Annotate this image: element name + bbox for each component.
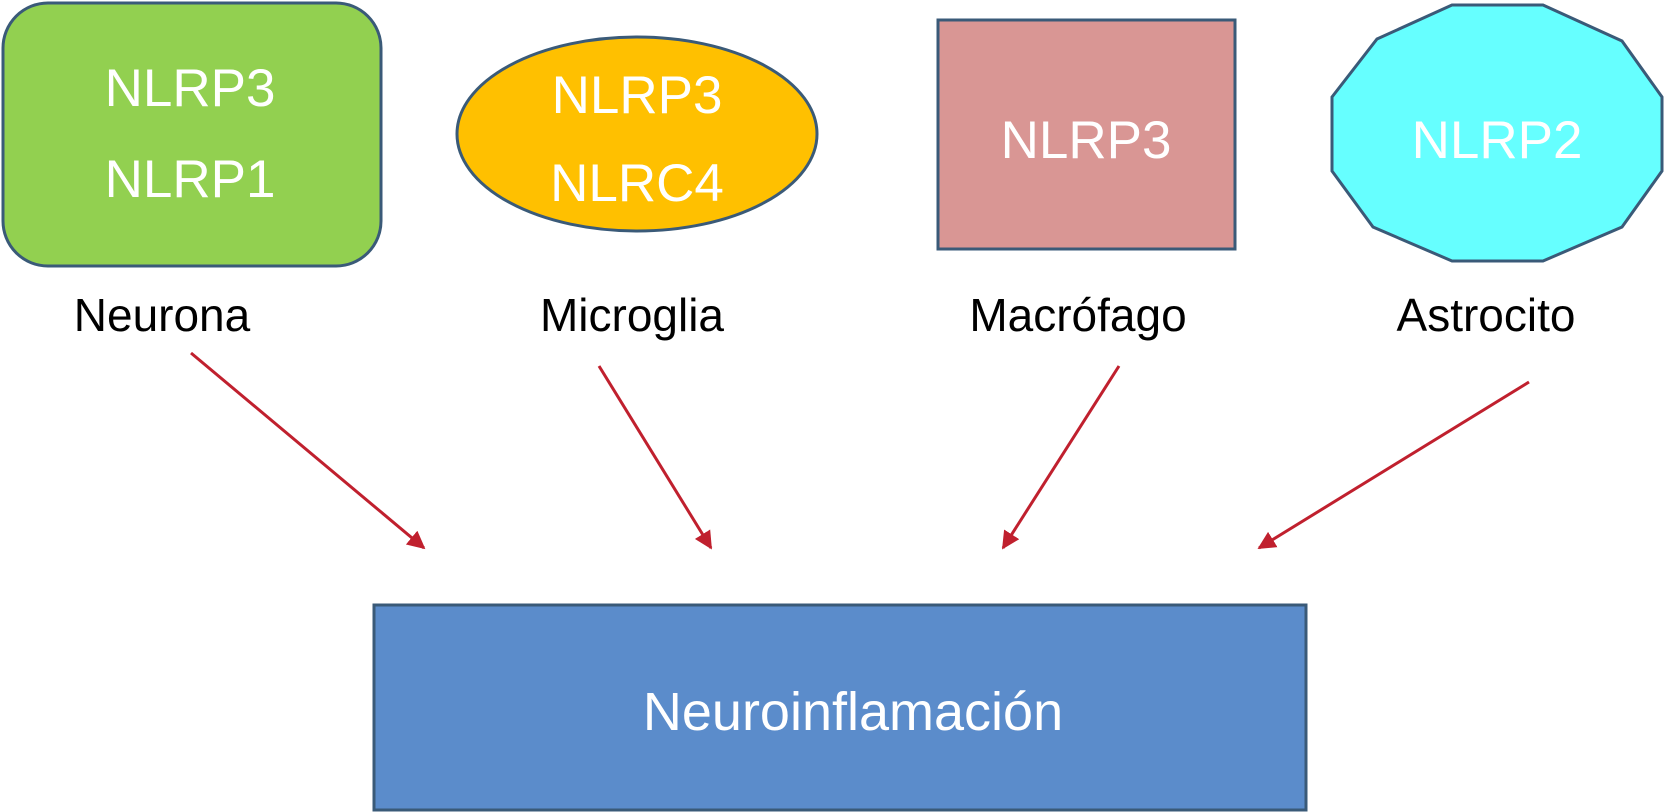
neuroinflamacion-label: Neuroinflamación: [643, 682, 1063, 742]
microglia-inflammasome-1: NLRP3: [552, 66, 723, 125]
cell-label-macrofago: Macrófago: [969, 289, 1186, 341]
microglia-inflammasome-2: NLRC4: [550, 154, 724, 213]
macrofago-inflammasome-1: NLRP3: [1001, 111, 1172, 170]
cell-label-neurona: Neurona: [74, 289, 251, 341]
arrow-microglia-to-target: [597, 365, 713, 550]
microglia-shape: [455, 35, 819, 233]
neurona-inflammasome-1: NLRP3: [105, 59, 276, 118]
astrocito-shape: [1330, 3, 1664, 263]
neurona-shape: [1, 1, 383, 268]
astrocito-inflammasome-1: NLRP2: [1412, 111, 1583, 170]
neurona-node: NLRP3 NLRP1: [1, 1, 383, 268]
neuroinflamacion-node: Neuroinflamación: [372, 603, 1308, 812]
neurona-inflammasome-2: NLRP1: [105, 150, 276, 209]
macrofago-shape: [936, 18, 1237, 251]
cell-label-microglia: Microglia: [540, 289, 724, 341]
cell-label-astrocito: Astrocito: [1397, 289, 1576, 341]
microglia-node: NLRP3 NLRC4: [455, 35, 819, 233]
arrow-macrofago-to-target: [1001, 365, 1121, 550]
arrow-astrocito-to-target: [1257, 380, 1530, 550]
neuroinflamacion-shape: [372, 603, 1308, 812]
astrocito-node: NLRP2: [1330, 3, 1664, 263]
macrofago-node: NLRP3: [936, 18, 1237, 251]
arrow-neurona-to-target: [190, 351, 426, 550]
